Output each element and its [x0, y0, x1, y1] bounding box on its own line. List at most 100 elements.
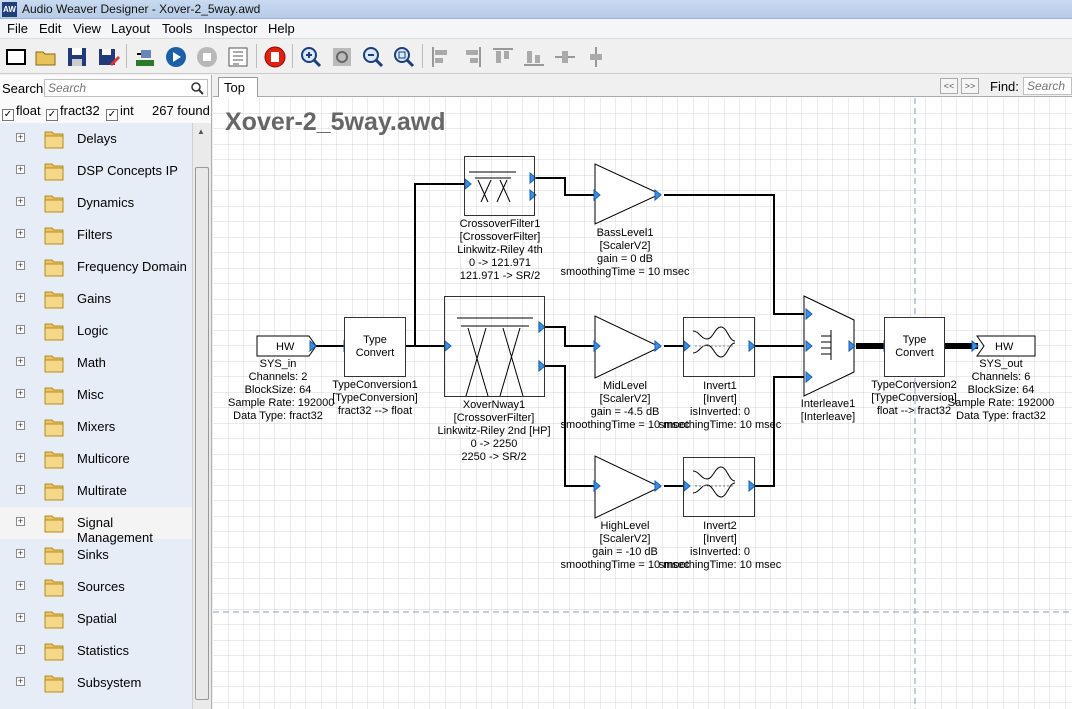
expand-icon[interactable]: +: [16, 196, 25, 206]
run-icon[interactable]: [163, 44, 189, 70]
tree-item-sources[interactable]: +Sources: [0, 571, 192, 603]
tree-item-signal-management[interactable]: +Signal Management: [0, 507, 192, 545]
tree-scrollbar[interactable]: ▲: [192, 123, 211, 709]
profile-icon[interactable]: [225, 44, 251, 70]
expand-icon[interactable]: +: [16, 260, 25, 270]
high-level-block[interactable]: [595, 456, 661, 518]
interleave-1-block[interactable]: [804, 296, 854, 396]
filter-fract32[interactable]: ✓fract32: [46, 103, 100, 121]
search-icon[interactable]: [190, 81, 204, 95]
align-top-icon[interactable]: [490, 44, 516, 70]
find-input[interactable]: [1023, 77, 1072, 95]
expand-icon[interactable]: +: [16, 452, 25, 462]
zoom-out-icon[interactable]: [360, 44, 386, 70]
type-conversion-1-block[interactable]: Type Convert: [344, 317, 406, 377]
tree-item-filters[interactable]: + Filters: [0, 219, 192, 251]
folder-icon: [42, 511, 66, 535]
expand-icon[interactable]: +: [16, 580, 25, 590]
menu-layout[interactable]: Layout: [111, 21, 151, 36]
sys-out-tag: HW: [995, 341, 1014, 353]
tree-item-dynamics[interactable]: +Dynamics: [0, 187, 192, 219]
type-conversion-2-block[interactable]: Type Convert: [884, 317, 945, 377]
diagram-wires: [213, 98, 1072, 709]
bass-level-block[interactable]: [595, 164, 661, 224]
align-left-icon[interactable]: [428, 44, 454, 70]
window-title: Audio Weaver Designer - Xover-2_5way.awd: [22, 2, 261, 16]
tree-item-spatial[interactable]: +Spatial: [0, 603, 192, 635]
tree-item-label: Filters: [77, 227, 113, 242]
filter-int-checkbox[interactable]: ✓: [106, 109, 118, 121]
invert-2-block[interactable]: [683, 457, 755, 517]
module-search-input[interactable]: [44, 79, 208, 97]
tree-item-multicore[interactable]: +Multicore: [0, 443, 192, 475]
menu-tools[interactable]: Tools: [162, 21, 193, 36]
distribute-horizontal-icon[interactable]: [552, 44, 578, 70]
filter-float[interactable]: ✓float: [2, 103, 41, 121]
build-icon[interactable]: [132, 44, 158, 70]
found-count: 267 found: [152, 103, 210, 118]
menu-file[interactable]: File: [7, 21, 28, 36]
zoom-fit-icon[interactable]: [329, 44, 355, 70]
save-icon[interactable]: [64, 44, 90, 70]
zoom-in-icon[interactable]: [298, 44, 324, 70]
zoom-reset-icon[interactable]: [391, 44, 417, 70]
filter-int[interactable]: ✓int: [106, 103, 134, 121]
tree-item-sinks[interactable]: +Sinks: [0, 539, 192, 571]
tree-item-frequency-domain[interactable]: +Frequency Domain: [0, 251, 192, 283]
expand-icon[interactable]: +: [16, 420, 25, 430]
tree-item-delays[interactable]: +Delays: [0, 123, 192, 155]
expand-icon[interactable]: +: [16, 356, 25, 366]
open-folder-icon[interactable]: [33, 44, 59, 70]
nav-next-button[interactable]: >>: [961, 78, 979, 94]
distribute-vertical-icon[interactable]: [583, 44, 609, 70]
profile-stop-icon[interactable]: [262, 44, 288, 70]
tree-item-gains[interactable]: +Gains: [0, 283, 192, 315]
design-canvas[interactable]: Xover-2_5way.awd Type Convert Type Conve…: [213, 98, 1072, 709]
expand-icon[interactable]: +: [16, 516, 25, 526]
filter-fract32-checkbox[interactable]: ✓: [46, 109, 58, 121]
filter-float-checkbox[interactable]: ✓: [2, 109, 14, 121]
menu-edit[interactable]: Edit: [39, 21, 62, 36]
tree-item-logic[interactable]: +Logic: [0, 315, 192, 347]
new-window-icon[interactable]: [3, 44, 29, 70]
tree-item-dsp-concepts-ip[interactable]: +DSP Concepts IP: [0, 155, 192, 187]
tree-item-misc[interactable]: +Misc: [0, 379, 192, 411]
scroll-up-arrow-icon[interactable]: ▲: [197, 127, 205, 136]
stop-icon[interactable]: [194, 44, 220, 70]
folder-icon: [42, 639, 66, 663]
expand-icon[interactable]: +: [16, 324, 25, 334]
save-as-icon[interactable]: [96, 44, 122, 70]
expand-icon[interactable]: +: [16, 292, 25, 302]
tab-top[interactable]: Top: [218, 77, 258, 97]
expand-icon[interactable]: +: [16, 644, 25, 654]
menu-view[interactable]: View: [73, 21, 101, 36]
tree-item-multirate[interactable]: +Multirate: [0, 475, 192, 507]
tree-item-math[interactable]: +Math: [0, 347, 192, 379]
tree-item-subsystem[interactable]: +Subsystem: [0, 667, 192, 699]
tree-item-mixers[interactable]: +Mixers: [0, 411, 192, 443]
menu-inspector[interactable]: Inspector: [204, 21, 258, 36]
module-browser: Search: ✓float ✓fract32 ✓int 267 found +…: [0, 75, 212, 709]
invert-1-block[interactable]: [683, 317, 755, 377]
expand-icon[interactable]: +: [16, 228, 25, 238]
expand-icon[interactable]: +: [16, 164, 25, 174]
folder-icon: [42, 127, 66, 151]
align-right-icon[interactable]: [459, 44, 485, 70]
mid-level-block[interactable]: [595, 316, 661, 378]
expand-icon[interactable]: +: [16, 548, 25, 558]
align-bottom-icon[interactable]: [521, 44, 547, 70]
xover-nway-1-block[interactable]: [444, 296, 545, 397]
tree-item-statistics[interactable]: +Statistics: [0, 635, 192, 667]
scroll-thumb[interactable]: [195, 167, 209, 700]
expand-icon[interactable]: +: [16, 676, 25, 686]
expand-icon[interactable]: +: [16, 484, 25, 494]
expand-icon[interactable]: +: [16, 612, 25, 622]
menu-help[interactable]: Help: [268, 21, 295, 36]
toolbar: [0, 39, 1072, 74]
nav-prev-button[interactable]: <<: [940, 78, 958, 94]
crossover-filter-1-block[interactable]: [464, 156, 535, 216]
expand-icon[interactable]: +: [16, 132, 25, 142]
expand-icon[interactable]: +: [16, 388, 25, 398]
